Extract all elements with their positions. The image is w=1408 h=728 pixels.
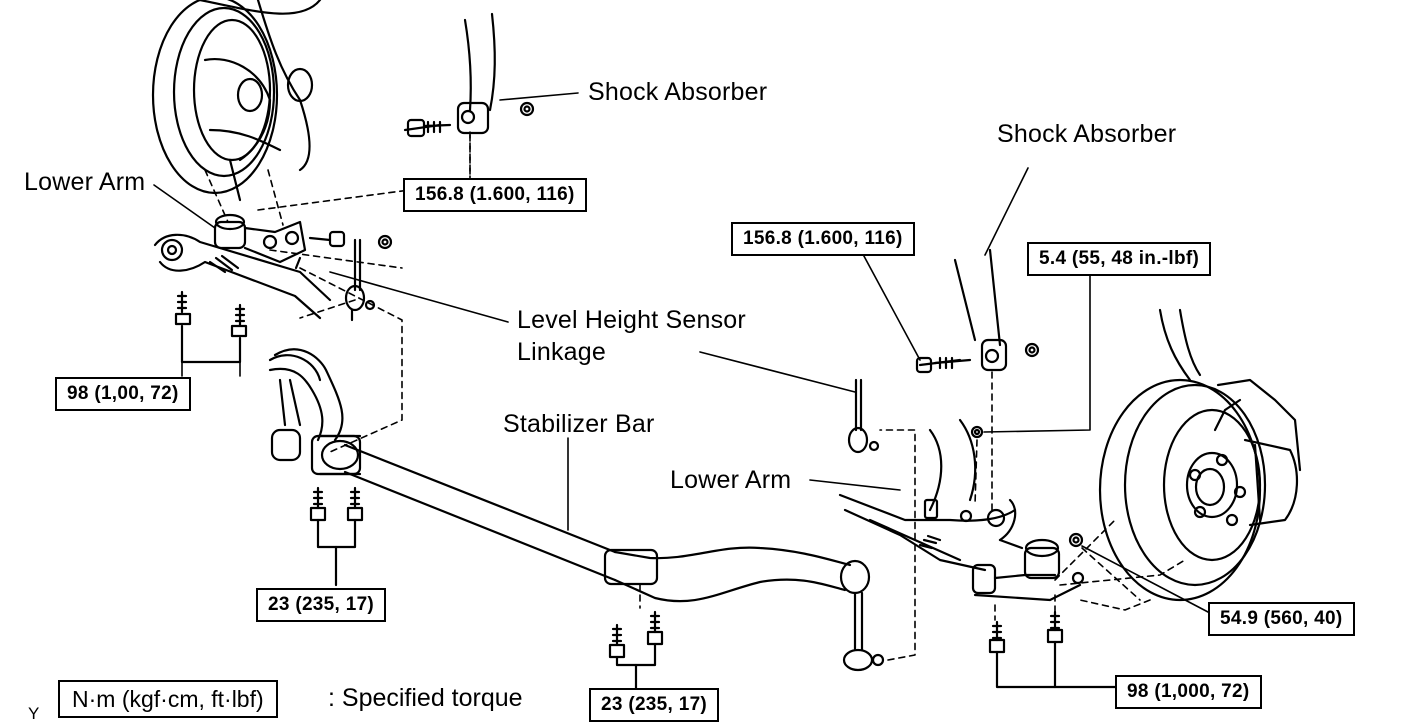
right-lower-arm-bolts-art <box>988 610 1117 689</box>
right-wheel-hub-art <box>1098 308 1302 602</box>
torque-box-lower-arm-right: 98 (1,000, 72) <box>1115 675 1262 709</box>
leader-lines <box>153 92 1209 613</box>
torque-box-shock-right: 156.8 (1.600, 116) <box>731 222 915 256</box>
left-arm-bracket-bolts <box>308 230 393 250</box>
legend-unit-box: N·m (kgf·cm, ft·lbf) <box>58 680 278 718</box>
shock-absorber-label-left: Shock Absorber <box>588 78 768 106</box>
right-shock-guides <box>974 371 993 516</box>
level-height-sensor-label: Level Height Sensor <box>517 306 746 334</box>
stab-right-bolts-art <box>608 583 664 690</box>
left-shock-absorber-art <box>403 12 535 138</box>
left-wheel-guides <box>204 169 284 226</box>
right-shock-absorber-art <box>915 248 1040 439</box>
torque-box-sensor-nut: 5.4 (55, 48 in.-lbf) <box>1027 242 1212 276</box>
left-sensor-linkage-art <box>344 238 376 322</box>
torque-box-lower-arm-left: 98 (1,00, 72) <box>55 377 191 411</box>
left-lower-arm-art <box>153 213 332 320</box>
shock-absorber-label-right: Shock Absorber <box>997 120 1177 148</box>
left-lower-arm-bolts-art <box>174 290 248 364</box>
stabilizer-bar-art <box>268 348 885 672</box>
stabilizer-bar-label: Stabilizer Bar <box>503 410 655 438</box>
torque-box-ball-joint: 54.9 (560, 40) <box>1208 602 1355 636</box>
torque-box-stab-right: 23 (235, 17) <box>589 688 720 722</box>
stabilizer-guides <box>879 429 916 661</box>
torque-box-stab-left: 23 (235, 17) <box>256 588 387 622</box>
lower-arm-label-left: Lower Arm <box>24 168 146 196</box>
torque-box-shock-left: 156.8 (1.600, 116) <box>403 178 587 212</box>
left-wheel-hub-art <box>151 0 322 202</box>
legend-description: : Specified torque <box>328 684 523 712</box>
stab-left-bolts-art <box>309 486 364 587</box>
figure-code: Y <box>28 704 40 723</box>
right-sensor-linkage-art <box>847 378 880 454</box>
linkage-label: Linkage <box>517 338 606 366</box>
lower-arm-label-right: Lower Arm <box>670 466 792 494</box>
right-lower-arm-art <box>838 418 1085 602</box>
